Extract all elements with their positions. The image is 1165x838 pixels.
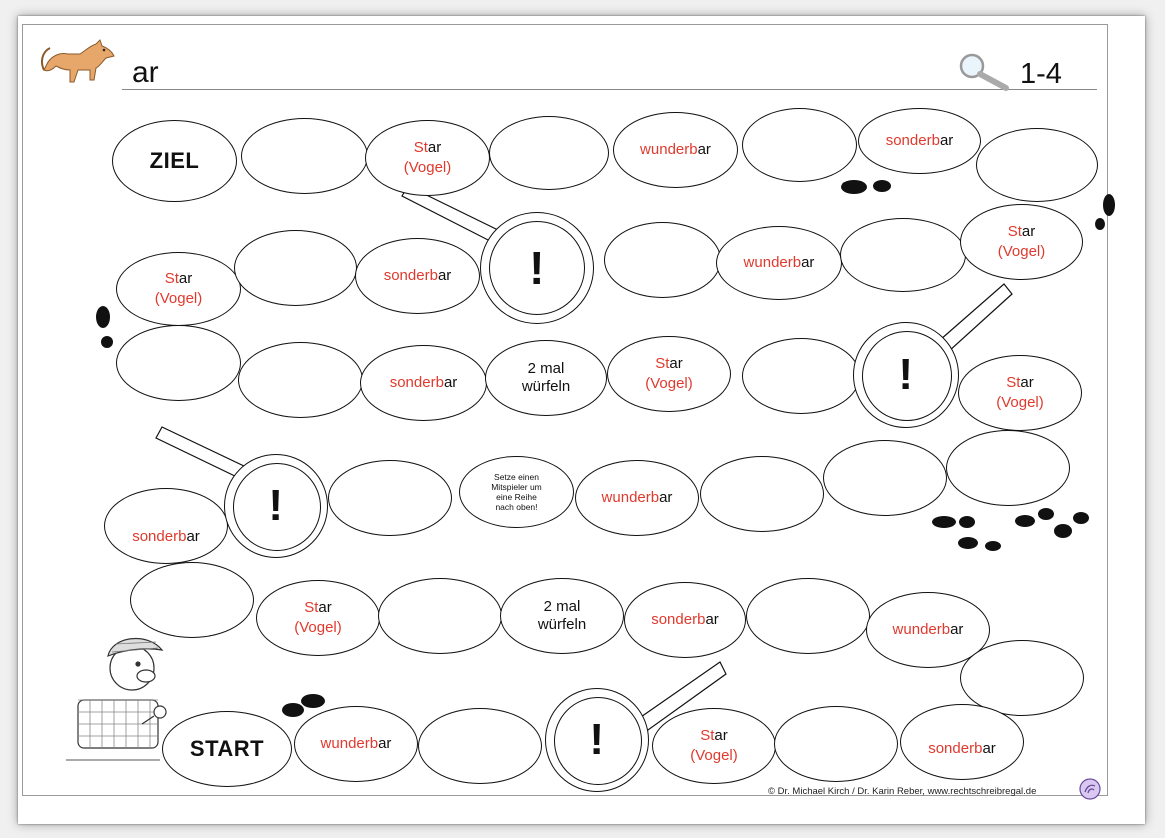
footer-credit: © Dr. Michael Kirch / Dr. Karin Reber, w… [768, 786, 1036, 797]
board-field-star: Star(Vogel) [365, 120, 490, 196]
board-field-magnifier: ! [853, 322, 959, 428]
board-field-star: Star(Vogel) [958, 355, 1082, 431]
board-field-sonderbar: sonderbar [360, 345, 487, 421]
board-field-empty [976, 128, 1098, 202]
board-field-empty [418, 708, 542, 784]
board-field-sonderbar: sonderbar [104, 488, 228, 564]
board-field-empty [823, 440, 947, 516]
board-field-empty [130, 562, 254, 638]
board-field-empty [746, 578, 870, 654]
board-field-empty [774, 706, 898, 782]
board-field-wunderbar: wunderbar [613, 112, 738, 188]
board-field-wunderbar: wunderbar [294, 706, 418, 782]
board-field-start: START [162, 711, 292, 787]
board-field-empty [742, 338, 860, 414]
detective-icon [66, 639, 166, 760]
board-field-star: Star(Vogel) [116, 252, 241, 326]
board-field-sonderbar: sonderbar [355, 238, 480, 314]
board-field-empty [241, 118, 368, 194]
rechtschreibregal-logo-icon [1079, 778, 1101, 800]
board-field-star: Star(Vogel) [607, 336, 731, 412]
board-field-empty [489, 116, 609, 190]
board-field-empty [328, 460, 452, 536]
board-field-empty [700, 456, 824, 532]
board-field-wunderbar: wunderbar [575, 460, 699, 536]
board-field-empty [742, 108, 857, 182]
board-field-star: Star(Vogel) [652, 708, 776, 784]
board-field-magnifier: ! [545, 688, 649, 792]
board-field-sonderbar: sonderbar [624, 582, 746, 658]
board-field-empty [116, 325, 241, 401]
board-field-empty [946, 430, 1070, 506]
board-field-wunderbar: wunderbar [716, 226, 842, 300]
board-field-empty [378, 578, 502, 654]
board-field-magnifier: ! [224, 454, 328, 558]
board-field-sonderbar: sonderbar [858, 108, 981, 174]
board-field-star: Star(Vogel) [960, 204, 1083, 280]
board-field-empty [238, 342, 363, 418]
board-field-empty [234, 230, 357, 306]
board-field-empty [604, 222, 721, 298]
board-field-empty [840, 218, 966, 292]
board-field-star: Star(Vogel) [256, 580, 380, 656]
board-field-magnifier: ! [480, 212, 594, 324]
board-field-goal: ZIEL [112, 120, 237, 202]
board-field-sonderbar: sonderbar [900, 704, 1024, 780]
